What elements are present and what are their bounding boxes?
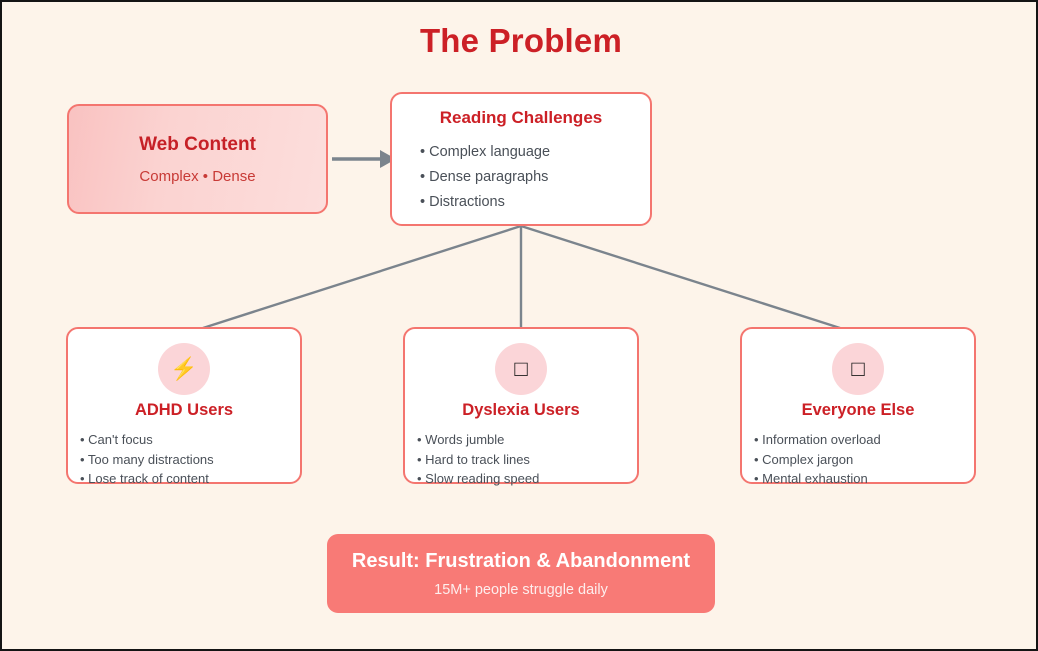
- card-dyslexia-title: Dyslexia Users: [462, 401, 580, 419]
- missing-glyph-icon: □: [832, 343, 884, 395]
- result-banner-title: Result: Frustration & Abandonment: [351, 549, 691, 572]
- card-adhd-title: ADHD Users: [134, 401, 234, 419]
- web-content-title: Web Content: [139, 133, 256, 155]
- card-adhd-users[interactable]: ⚡ ADHD Users • Can't focus • Too many di…: [66, 327, 302, 486]
- lightning-bolt-icon: ⚡: [158, 343, 210, 395]
- card-dyslexia-bullet-list: • Words jumble • Hard to track lines • S…: [405, 430, 637, 489]
- result-banner[interactable]: Result: Frustration & Abandonment 15M+ p…: [327, 534, 715, 613]
- missing-glyph-icon: □: [495, 343, 547, 395]
- reading-challenges-bullet-list: • Complex language • Dense paragraphs • …: [392, 140, 650, 215]
- card-everyone-title: Everyone Else: [801, 401, 915, 419]
- card-adhd-bullet-list: • Can't focus • Too many distractions • …: [68, 430, 300, 489]
- connector-challenges-to-adhd: [202, 224, 522, 330]
- list-item: • Slow reading speed: [417, 471, 540, 486]
- list-item: • Information overload: [754, 432, 881, 447]
- list-item: • Too many distractions: [80, 451, 214, 467]
- list-item: • Lose track of content: [80, 471, 209, 486]
- list-item: • Hard to track lines: [417, 451, 530, 467]
- card-everyone-bullet-list: • Information overload • Complex jargon …: [742, 430, 974, 489]
- card-dyslexia-users[interactable]: □ Dyslexia Users • Words jumble • Hard t…: [403, 327, 639, 486]
- list-item: • Complex language: [420, 144, 551, 160]
- node-web-content[interactable]: Web Content Complex • Dense: [67, 104, 328, 214]
- node-reading-challenges[interactable]: Reading Challenges • Complex language • …: [390, 92, 652, 226]
- connector-challenges-to-everyone: [520, 224, 841, 330]
- web-content-subtitle: Complex • Dense: [139, 167, 256, 185]
- card-everyone-else[interactable]: □ Everyone Else • Information overload •…: [740, 327, 976, 486]
- list-item: • Distractions: [420, 194, 505, 210]
- list-item: • Can't focus: [80, 432, 153, 447]
- list-item: • Complex jargon: [754, 451, 854, 467]
- page-title: The Problem: [419, 22, 623, 59]
- list-item: • Mental exhaustion: [754, 471, 868, 486]
- list-item: • Words jumble: [417, 432, 505, 447]
- result-banner-subtitle: 15M+ people struggle daily: [434, 581, 608, 598]
- list-item: • Dense paragraphs: [420, 169, 549, 185]
- reading-challenges-title: Reading Challenges: [439, 108, 603, 127]
